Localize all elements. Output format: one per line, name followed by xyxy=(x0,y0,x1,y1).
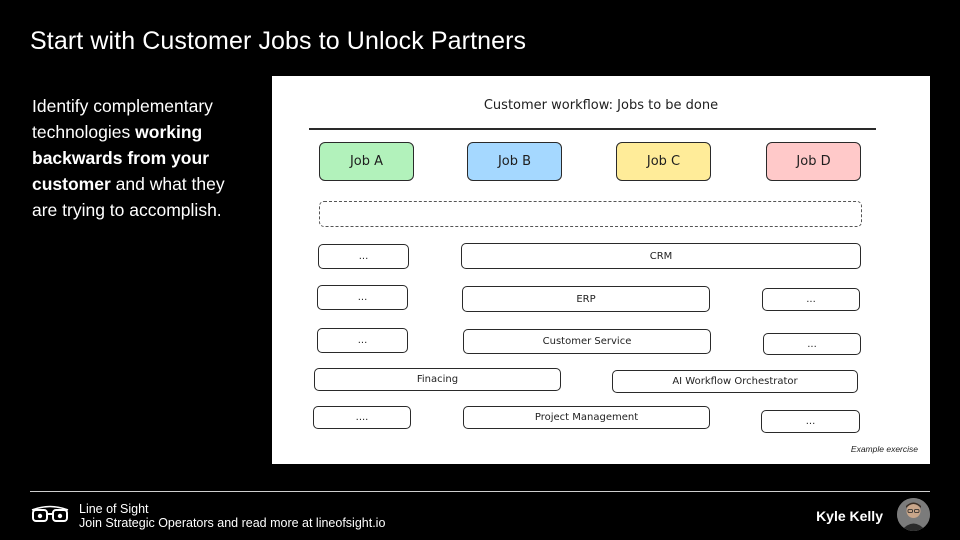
erp-box: ERP xyxy=(462,286,710,312)
job-b-box: Job B xyxy=(467,142,562,181)
glasses-eye-logo-icon xyxy=(30,502,70,528)
erp-row-left-box: ... xyxy=(317,285,408,310)
erp-row-right-box: ... xyxy=(762,288,860,311)
dashed-placeholder-row xyxy=(319,201,862,227)
crm-box: CRM xyxy=(461,243,861,269)
crm-row-left-box: ... xyxy=(318,244,409,269)
example-note: Example exercise xyxy=(850,444,918,454)
financing-box: Finacing xyxy=(314,368,561,391)
slide-title: Start with Customer Jobs to Unlock Partn… xyxy=(30,27,527,55)
project-management-box: Project Management xyxy=(463,406,710,429)
author-avatar xyxy=(897,498,930,531)
title-underline xyxy=(309,128,876,130)
author-name: Kyle Kelly xyxy=(816,508,883,524)
body-text-part1: Identify complementary technologies xyxy=(32,96,213,142)
pm-row-right-box: ... xyxy=(761,410,860,433)
body-text-bold: working backwards from your customer xyxy=(32,122,209,194)
pm-row-left-box: .... xyxy=(313,406,411,429)
service-row-right-box: ... xyxy=(763,333,861,355)
customer-service-box: Customer Service xyxy=(463,329,711,354)
footer-brand: Line of Sight xyxy=(79,502,149,516)
footer-divider xyxy=(30,491,930,492)
footer-tagline: Join Strategic Operators and read more a… xyxy=(79,516,386,530)
job-d-box: Job D xyxy=(766,142,861,181)
diagram-title: Customer workflow: Jobs to be done xyxy=(483,98,719,113)
job-a-box: Job A xyxy=(319,142,414,181)
service-row-left-box: ... xyxy=(317,328,408,353)
body-text-part2: and what they are trying to accomplish. xyxy=(32,174,225,220)
job-c-box: Job C xyxy=(616,142,711,181)
body-text: Identify complementary technologies work… xyxy=(32,93,247,223)
diagram-panel: Customer workflow: Jobs to be done Job A… xyxy=(272,76,930,464)
ai-workflow-orchestrator-box: AI Workflow Orchestrator xyxy=(612,370,858,393)
